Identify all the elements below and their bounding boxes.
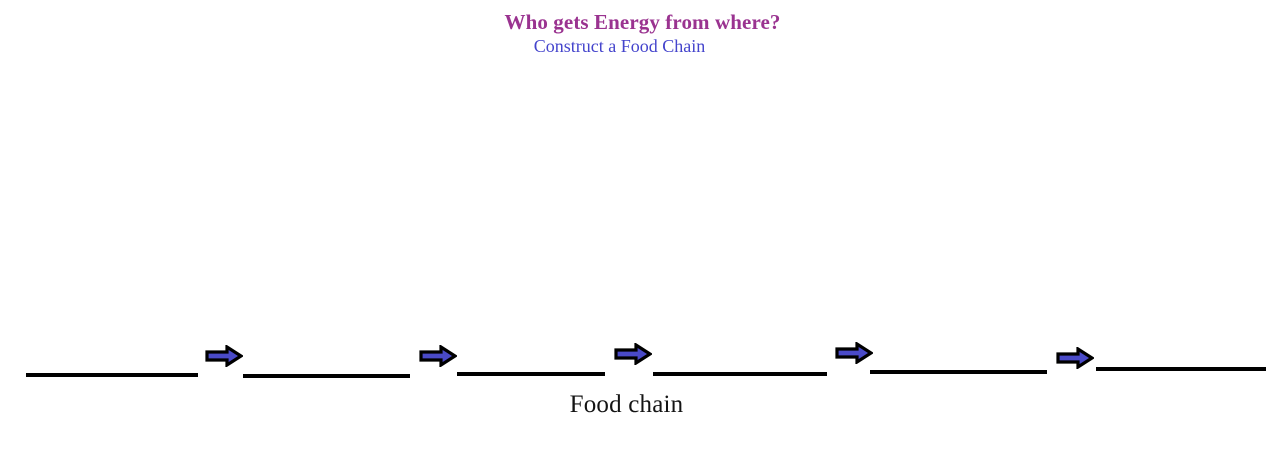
right-block-arrow-icon [835, 342, 873, 364]
page-subtitle: Construct a Food Chain [533, 36, 706, 56]
page-title: Who gets Energy from where? [504, 10, 781, 34]
food-chain-blank-6[interactable] [1096, 367, 1266, 371]
food-chain-blank-4[interactable] [653, 372, 827, 376]
heading-block: Who gets Energy from where? Construct a … [0, 9, 1283, 57]
right-block-arrow-icon [1056, 347, 1094, 369]
right-block-arrow-icon [614, 343, 652, 365]
right-block-arrow-icon [205, 345, 243, 367]
food-chain-blank-2[interactable] [243, 374, 410, 378]
right-block-arrow-icon [419, 345, 457, 367]
food-chain-blank-1[interactable] [26, 373, 198, 377]
food-chain-caption: Food chain [0, 390, 1283, 420]
food-chain-blank-5[interactable] [870, 370, 1047, 374]
blank-work-area [0, 70, 1283, 328]
food-chain-caption-label: Food chain [569, 391, 684, 418]
food-chain-diagram [0, 330, 1283, 390]
food-chain-blank-3[interactable] [457, 372, 605, 376]
